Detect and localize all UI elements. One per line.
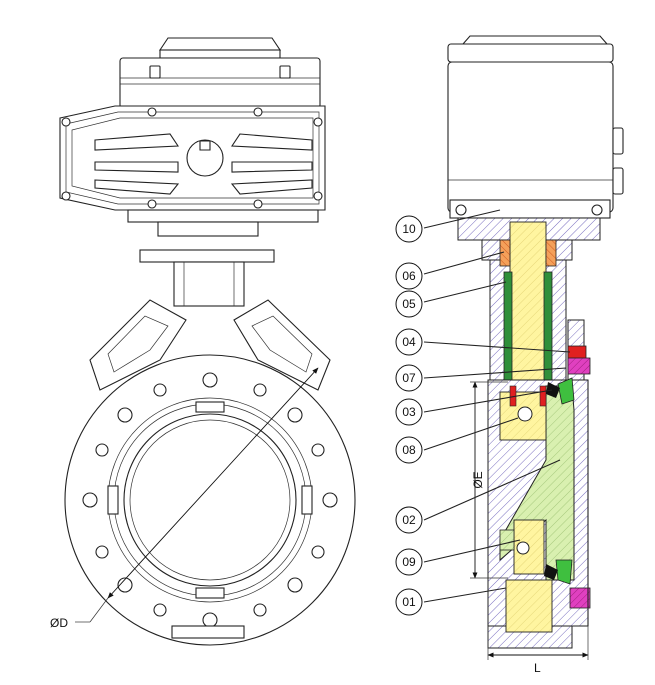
actuator-side — [447, 35, 624, 219]
bottom-stem — [505, 579, 553, 633]
pin-09 — [516, 541, 530, 555]
stem-upper — [509, 221, 547, 393]
callout-02: 02 — [395, 506, 423, 534]
section-view: ØE L 10 06 05 04 07 03 08 02 09 01 — [395, 35, 624, 675]
pin-08 — [517, 406, 533, 422]
valve-body-front — [64, 354, 356, 646]
svg-text:06: 06 — [402, 269, 416, 283]
shaft-sleeve-left — [503, 271, 513, 387]
svg-text:08: 08 — [402, 443, 416, 457]
neck — [127, 209, 319, 307]
seat-upper — [557, 377, 575, 405]
callout-03: 03 — [395, 398, 423, 426]
callout-08: 08 — [395, 436, 423, 464]
od-label: ØD — [50, 616, 68, 630]
bottom-boss — [171, 625, 245, 639]
oring-07 — [567, 357, 591, 375]
callout-04: 04 — [395, 328, 423, 356]
seat-lower — [555, 559, 573, 585]
actuator-top — [119, 37, 321, 109]
l-label: L — [534, 661, 541, 675]
svg-text:01: 01 — [402, 595, 416, 609]
bushing-right — [545, 239, 557, 267]
od-leader — [89, 597, 109, 623]
svg-text:03: 03 — [402, 405, 416, 419]
front-view: ØD — [50, 37, 356, 646]
svg-text:04: 04 — [402, 335, 416, 349]
svg-text:09: 09 — [402, 555, 416, 569]
od-dimension-line — [107, 367, 319, 599]
oring-lower — [569, 587, 591, 609]
svg-text:07: 07 — [402, 371, 416, 385]
svg-text:05: 05 — [402, 297, 416, 311]
callout-06: 06 — [395, 262, 423, 290]
callout-07: 07 — [395, 364, 423, 392]
callout-01: 01 — [395, 588, 423, 616]
callout-10: 10 — [395, 215, 423, 243]
svg-text:02: 02 — [402, 513, 416, 527]
body-lugs — [89, 299, 331, 391]
actuator-body — [59, 105, 326, 211]
callout-05: 05 — [395, 290, 423, 318]
callout-09: 09 — [395, 548, 423, 576]
oe-label: ØE — [471, 471, 485, 488]
callout-leaders — [423, 209, 571, 603]
svg-text:10: 10 — [402, 222, 416, 236]
seal-03-right — [539, 385, 547, 407]
